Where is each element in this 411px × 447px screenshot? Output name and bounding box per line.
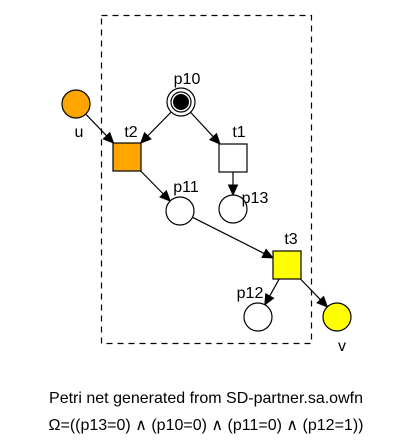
transition-label-t2: t2 bbox=[124, 124, 137, 141]
transition-t2 bbox=[112, 142, 142, 172]
arc-p10-to-t2 bbox=[139, 111, 172, 144]
arc-p10-to-t1 bbox=[190, 111, 221, 145]
place-v bbox=[322, 302, 352, 332]
token bbox=[173, 94, 189, 110]
arrowhead bbox=[102, 131, 115, 144]
arc-p11-to-t3 bbox=[192, 216, 275, 259]
arrowhead bbox=[208, 132, 221, 145]
transition-t3 bbox=[272, 250, 302, 280]
nodes-layer bbox=[61, 87, 352, 332]
arcs-layer bbox=[85, 111, 329, 308]
place-u bbox=[61, 89, 91, 119]
labels-layer: u p10 p11 p13 p12 v t1 t2 t3 bbox=[75, 71, 346, 355]
arrowhead bbox=[264, 293, 275, 306]
transition-t1 bbox=[218, 143, 248, 173]
arc-t2-to-p11 bbox=[140, 170, 172, 202]
marking-ring bbox=[170, 91, 192, 113]
caption-line-2: Ω=((p13=0) ∧ (p10=0) ∧ (p11=0) ∧ (p12=1)… bbox=[49, 417, 364, 434]
transition-label-t1: t1 bbox=[232, 124, 245, 141]
place-label-u: u bbox=[75, 124, 84, 141]
arrowhead bbox=[316, 295, 329, 308]
place-p11 bbox=[165, 196, 195, 226]
place-label-p12: p12 bbox=[237, 285, 264, 302]
place-p12 bbox=[243, 302, 273, 332]
caption-line-1: Petri net generated from SD-partner.sa.o… bbox=[49, 390, 363, 407]
place-p10 bbox=[166, 87, 196, 117]
place-p13 bbox=[218, 194, 248, 224]
place-label-p10: p10 bbox=[174, 71, 201, 88]
place-label-p11: p11 bbox=[173, 179, 199, 196]
arc-t1-to-p13 bbox=[227, 172, 239, 197]
place-label-v: v bbox=[338, 338, 346, 355]
transition-label-t3: t3 bbox=[284, 231, 297, 248]
arrowhead bbox=[139, 131, 152, 144]
place-label-p13: p13 bbox=[242, 190, 269, 207]
arc-t3-to-v bbox=[300, 278, 329, 308]
arc-t3-to-p12 bbox=[264, 278, 280, 306]
arrowhead bbox=[159, 189, 172, 202]
arrowhead bbox=[227, 184, 239, 197]
arrowhead bbox=[261, 248, 275, 259]
arc-u-to-t2 bbox=[85, 113, 115, 144]
net-boundary bbox=[100, 14, 313, 345]
